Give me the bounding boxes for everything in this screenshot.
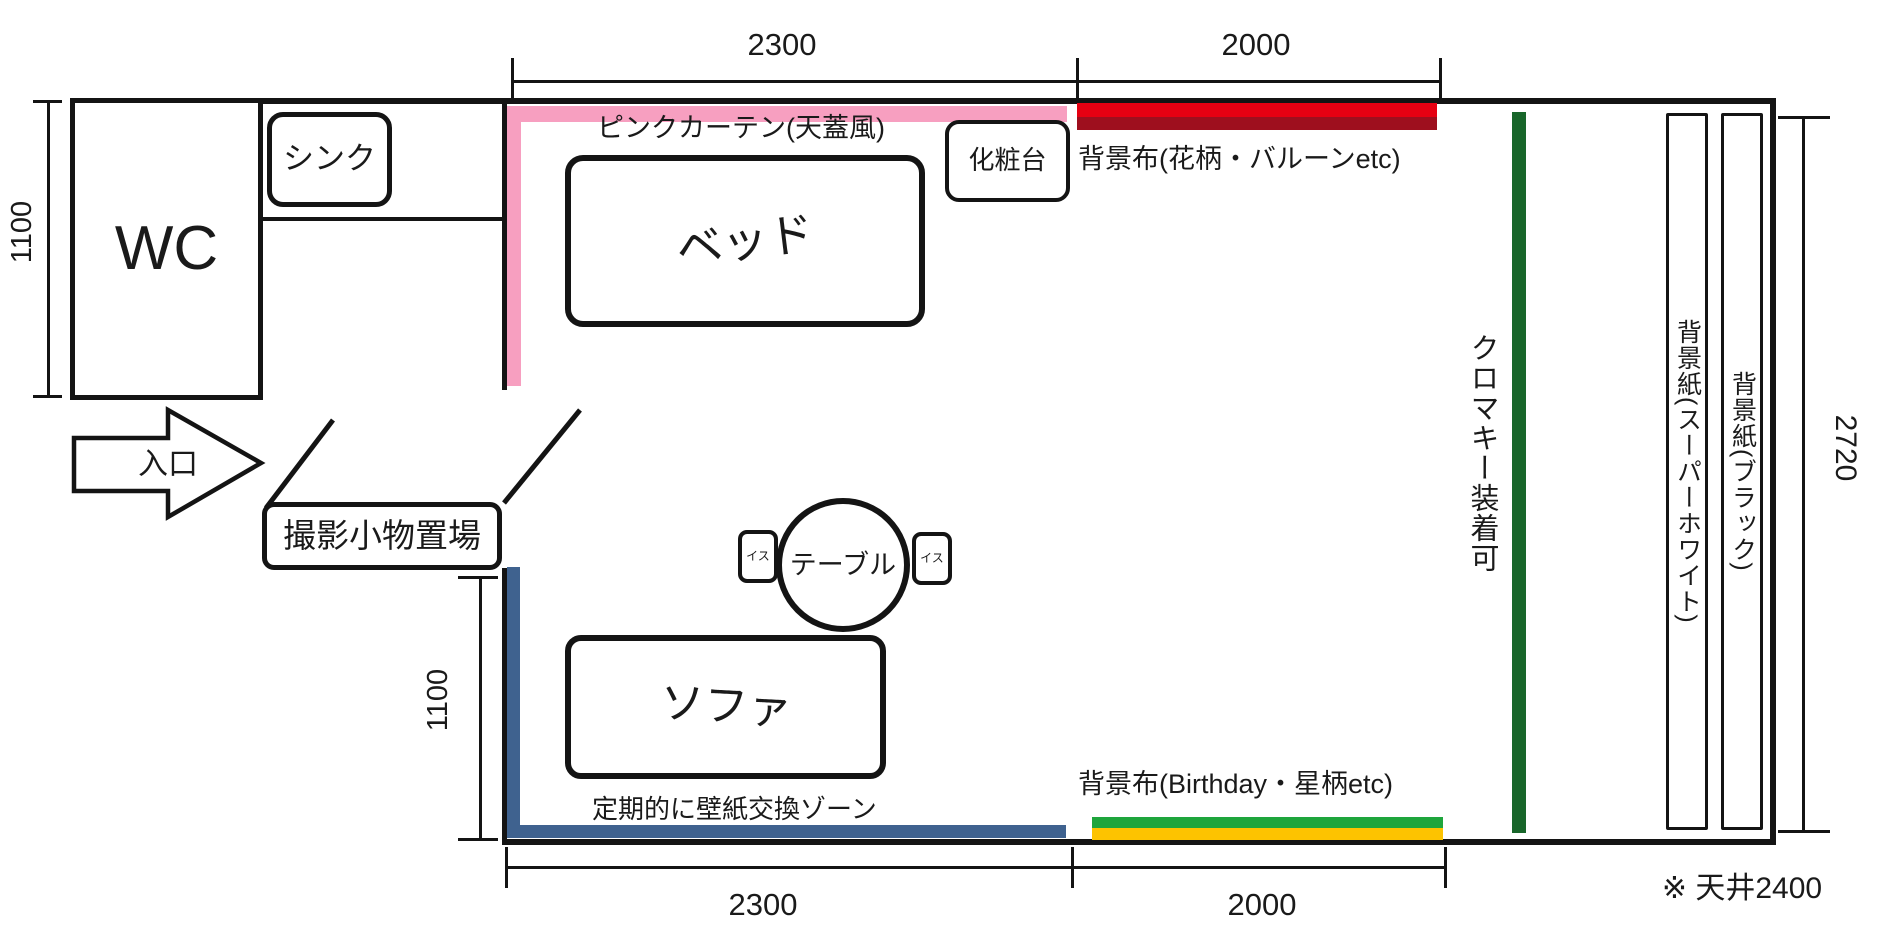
wallpaper-zone-label: 定期的に壁紙交換ゾーン [592, 794, 877, 824]
angled-wall-right [502, 408, 582, 505]
pink-curtain-bar-vertical [507, 106, 521, 386]
background-paper-white-label: 背景紙(スーパーホワイト) [1673, 319, 1702, 624]
dim-top-tick-left [511, 58, 514, 102]
wc-room: WC [70, 98, 263, 400]
floral-backdrop-bar-bottom [1077, 117, 1437, 130]
birthday-backdrop-label: 背景布(Birthday・星柄etc) [1078, 769, 1394, 799]
dim-right-line [1802, 117, 1805, 832]
dim-bottom-left-value: 2300 [728, 887, 798, 922]
chair-right-label: イス [920, 551, 944, 566]
table-label: テーブル [789, 549, 897, 580]
dim-bottom-line [506, 866, 1445, 869]
birthday-backdrop-bar-bottom [1092, 828, 1443, 840]
wall-top [70, 98, 1776, 104]
table: テーブル [776, 498, 910, 632]
background-paper-white: 背景紙(スーパーホワイト) [1666, 113, 1708, 830]
dim-bottom-right-value: 2000 [1227, 887, 1297, 922]
dim-bottom-tick-mid [1071, 847, 1074, 888]
sofa-label: ソファ [658, 678, 793, 735]
dim-left-tick-bottom [33, 395, 62, 398]
wc-label: WC [114, 214, 219, 284]
dim-top-tick-mid [1076, 58, 1079, 102]
sofa: ソファ [565, 635, 886, 779]
vanity-label: 化粧台 [968, 145, 1047, 176]
wall-partition-upper [502, 98, 507, 390]
dim-inner-value: 1100 [421, 668, 454, 732]
birthday-backdrop-bar-top [1092, 817, 1443, 828]
dim-top-left-value: 2300 [747, 27, 817, 62]
dim-left-line [47, 100, 50, 398]
chroma-key-label: クロマキー装着可 [1466, 333, 1498, 573]
dim-top-tick-right [1439, 58, 1442, 102]
chroma-key-bar [1512, 112, 1526, 833]
wall-partition-lower [502, 568, 507, 845]
background-paper-black: 背景紙(ブラック) [1721, 113, 1763, 830]
dim-right-value: 2720 [1829, 414, 1862, 482]
ceiling-note: ※ 天井2400 [1661, 872, 1823, 905]
dim-top-right-value: 2000 [1221, 27, 1291, 62]
entrance-arrow [71, 406, 266, 521]
sink-counter-line [263, 217, 507, 221]
bed-label: ベッド [673, 206, 817, 276]
vanity: 化粧台 [945, 120, 1070, 202]
bed: ベッド [565, 155, 925, 327]
sink-label: シンク [283, 141, 376, 177]
chair-left: イス [738, 530, 778, 583]
dim-inner-line [479, 577, 482, 840]
angled-wall-left [264, 418, 335, 510]
chair-right: イス [912, 532, 952, 585]
wall-bottom [502, 839, 1776, 845]
dim-right-tick-bottom [1778, 830, 1830, 833]
dim-inner-tick-top [458, 576, 498, 579]
dim-bottom-tick-left [505, 847, 508, 888]
dim-inner-tick-bottom [458, 838, 498, 841]
wallpaper-zone-bar-horizontal [507, 825, 1066, 838]
dim-left-value: 1100 [5, 200, 38, 264]
dim-left-tick-top [33, 100, 62, 103]
props-storage-label: 撮影小物置場 [283, 516, 481, 554]
dim-right-tick-top [1778, 116, 1830, 119]
wallpaper-zone-bar-vertical [507, 567, 520, 831]
props-storage: 撮影小物置場 [262, 502, 502, 570]
pink-curtain-label: ピンクカーテン(天蓋風) [597, 113, 885, 143]
background-paper-black-label: 背景紙(ブラック) [1728, 371, 1757, 572]
dim-bottom-tick-right [1444, 847, 1447, 888]
dim-top-line [512, 80, 1440, 83]
wall-right [1770, 98, 1776, 845]
floral-backdrop-bar-top [1077, 103, 1437, 117]
chair-left-label: イス [746, 549, 770, 564]
floral-backdrop-label: 背景布(花柄・バルーンetc) [1078, 144, 1401, 174]
entrance-label: 入口 [138, 448, 198, 481]
sink: シンク [267, 112, 392, 207]
pink-curtain-bar-horizontal [507, 106, 1067, 122]
